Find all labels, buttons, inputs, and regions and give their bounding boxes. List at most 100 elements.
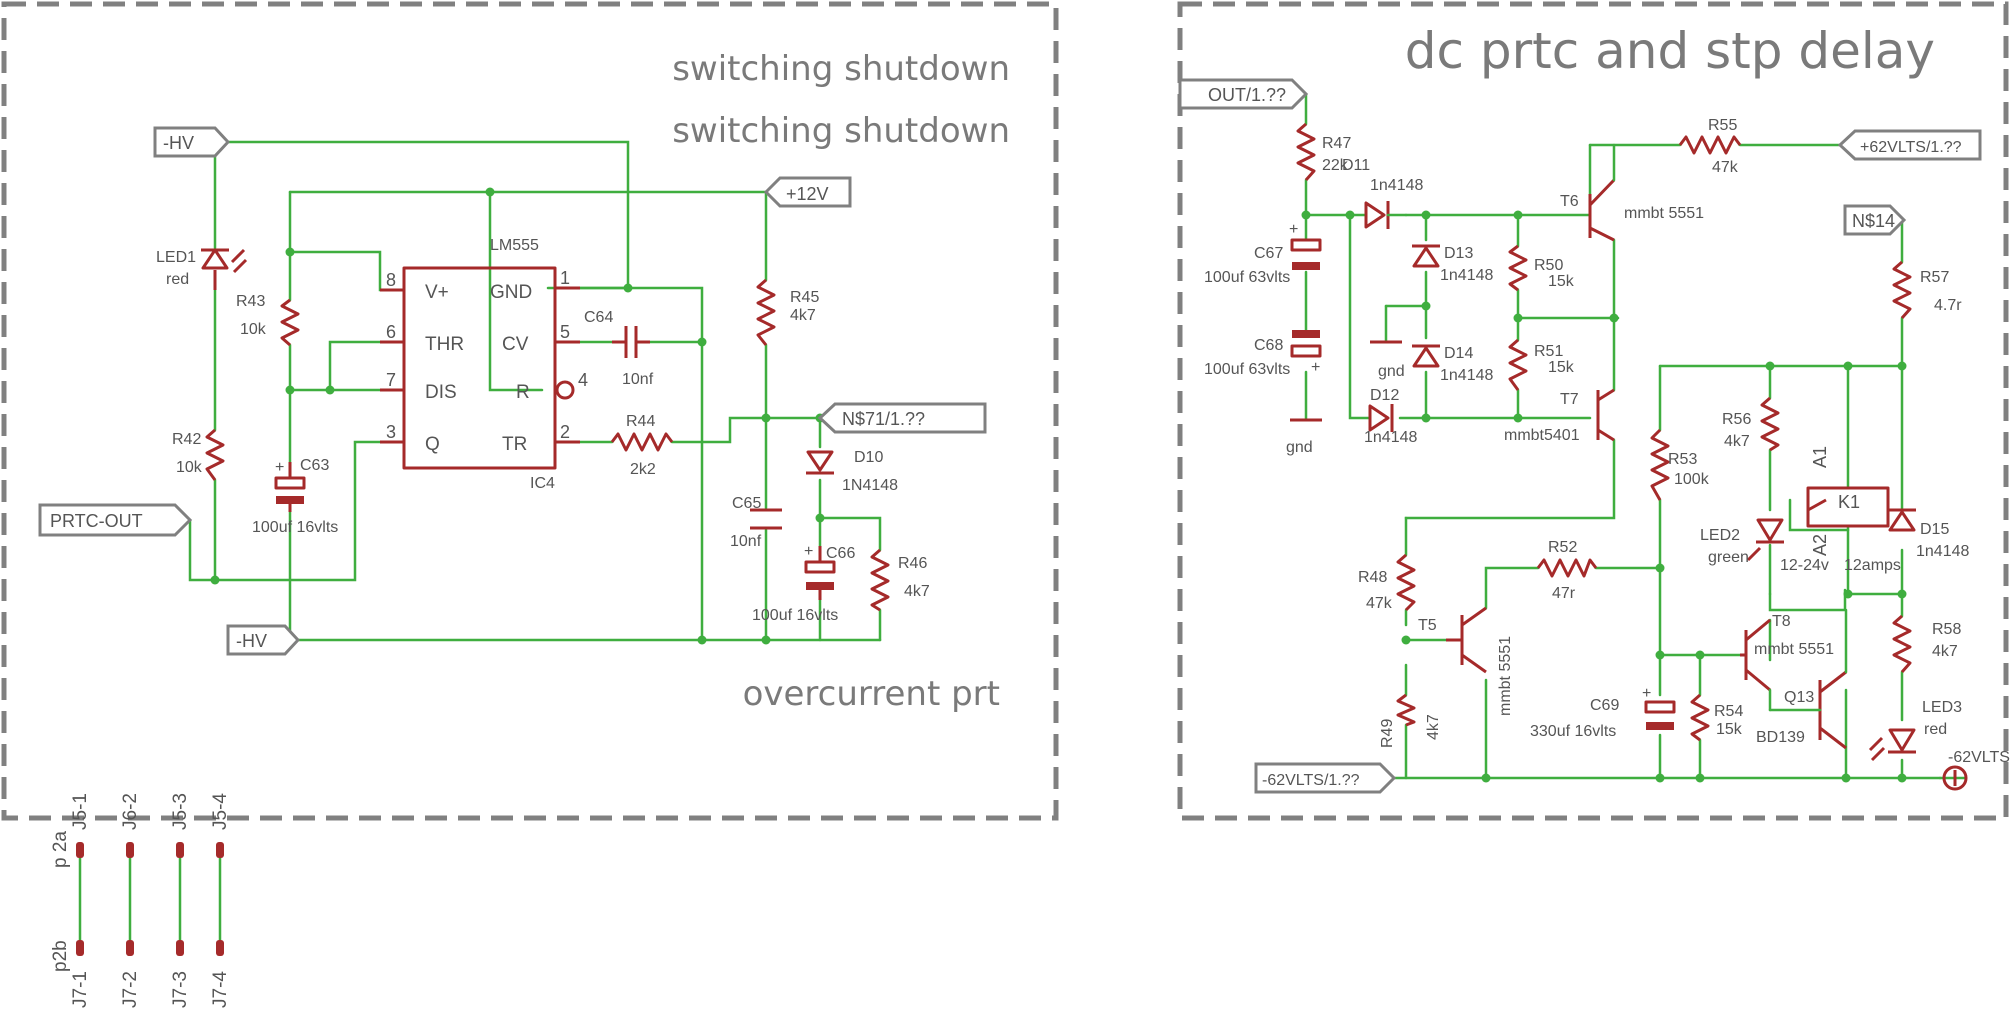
diode-d10: D10 1N4148: [806, 449, 898, 494]
svg-text:4k7: 4k7: [1932, 643, 1958, 660]
svg-text:1n4148: 1n4148: [1370, 177, 1423, 194]
resistor-r53: R53 100k: [1650, 428, 1710, 501]
svg-text:1n4148: 1n4148: [1916, 543, 1969, 560]
resistor-r51: R51 15k: [1508, 338, 1575, 391]
svg-text:J7-2: J7-2: [120, 971, 141, 1008]
svg-text:R58: R58: [1932, 621, 1961, 638]
svg-text:R54: R54: [1714, 703, 1743, 720]
svg-text:D15: D15: [1920, 521, 1949, 538]
lm555-ic: LM555 IC4 V+ THR DIS Q GND CV R TR 8 6 7…: [380, 237, 588, 492]
svg-text:red: red: [1924, 721, 1947, 738]
svg-text:8: 8: [386, 270, 396, 290]
resistor-r52: R52 47r: [1536, 539, 1598, 602]
port-n14: N$14: [1843, 204, 1907, 236]
svg-text:47k: 47k: [1366, 595, 1393, 612]
svg-text:T5: T5: [1418, 617, 1437, 634]
svg-text:R42: R42: [172, 431, 201, 448]
svg-text:mmbt 5551: mmbt 5551: [1624, 205, 1704, 222]
svg-text:4k7: 4k7: [904, 583, 930, 600]
right-frame: [1177, 1, 2009, 821]
svg-text:+: +: [1311, 359, 1320, 376]
svg-text:15k: 15k: [1716, 721, 1743, 738]
svg-text:J7-1: J7-1: [70, 971, 91, 1008]
svg-text:J5-1: J5-1: [70, 793, 91, 830]
svg-text:-HV: -HV: [163, 133, 194, 153]
svg-text:N$71/1.??: N$71/1.??: [842, 409, 925, 429]
svg-text:R46: R46: [898, 555, 927, 572]
svg-text:T6: T6: [1560, 193, 1579, 210]
svg-text:12amps: 12amps: [1844, 557, 1901, 574]
svg-text:C69: C69: [1590, 697, 1619, 714]
svg-text:R49: R49: [1379, 719, 1396, 748]
resistor-r56: R56 4k7: [1722, 396, 1780, 452]
svg-text:100uf 16vlts: 100uf 16vlts: [252, 519, 338, 536]
svg-text:LED3: LED3: [1922, 699, 1962, 716]
svg-text:10k: 10k: [176, 459, 203, 476]
resistor-r50: R50 15k: [1508, 244, 1575, 292]
svg-text:N$14: N$14: [1852, 211, 1895, 231]
right-wires: [1304, 92, 1968, 780]
port-hv-bottom: -HV: [226, 624, 301, 656]
diode-d11: D11 1n4148: [1342, 157, 1423, 229]
svg-text:+: +: [804, 543, 813, 560]
left-frame: [1, 1, 1059, 821]
svg-text:K1: K1: [1838, 492, 1860, 512]
capacitor-c69: + C69 330uf 16vlts: [1530, 685, 1676, 740]
svg-text:6: 6: [386, 322, 396, 342]
capacitor-c65: C65 10nf: [730, 495, 782, 550]
svg-text:J7-3: J7-3: [170, 971, 191, 1008]
svg-text:C68: C68: [1254, 337, 1283, 354]
svg-text:OUT/1.??: OUT/1.??: [1208, 85, 1286, 105]
port-12v: +12V: [763, 176, 852, 208]
svg-text:47k: 47k: [1712, 159, 1739, 176]
svg-text:BD139: BD139: [1756, 729, 1805, 746]
right-title: dc prtc and stp delay: [1405, 22, 1935, 80]
svg-text:2: 2: [560, 422, 570, 442]
svg-text:gnd: gnd: [1378, 363, 1405, 380]
resistor-r44: R44 2k2: [610, 413, 674, 478]
c63-plus: +: [275, 459, 284, 476]
svg-text:47r: 47r: [1552, 585, 1576, 602]
pin-q: Q: [425, 434, 440, 455]
ground-1: gnd: [1286, 418, 1322, 456]
transistor-t5: T5 mmbt 5551: [1418, 606, 1514, 716]
svg-text:+: +: [1642, 685, 1651, 702]
right-junctions: [1301, 210, 1907, 783]
transistor-t8: T8 mmbt 5551: [1740, 613, 1834, 692]
svg-text:C67: C67: [1254, 245, 1283, 262]
pin-gnd: GND: [490, 282, 532, 303]
svg-text:2k2: 2k2: [630, 461, 656, 478]
resistor-r43: R43 10k: [236, 293, 300, 347]
diode-d14: D14 1n4148: [1412, 344, 1493, 384]
diode-d13: D13 1n4148: [1412, 244, 1493, 284]
svg-text:PRTC-OUT: PRTC-OUT: [50, 511, 143, 531]
svg-text:mmbt 5551: mmbt 5551: [1497, 636, 1514, 716]
svg-text:R47: R47: [1322, 135, 1351, 152]
svg-text:D10: D10: [854, 449, 883, 466]
svg-text:+12V: +12V: [786, 184, 829, 204]
svg-text:C64: C64: [584, 309, 613, 326]
svg-text:4k7: 4k7: [790, 307, 816, 324]
left-title-1: switching shutdown: [672, 49, 1010, 89]
left-title-2: switching shutdown: [672, 111, 1010, 151]
pin-vplus: V+: [425, 282, 449, 303]
svg-text:10k: 10k: [240, 321, 267, 338]
svg-text:3: 3: [386, 422, 396, 442]
svg-text:A2: A2: [1810, 534, 1830, 556]
svg-text:100k: 100k: [1674, 471, 1710, 488]
svg-text:p2b: p2b: [50, 940, 71, 972]
relay-k1: K1 A1 A2 12-24v 12amps: [1780, 446, 1901, 574]
ic-name: LM555: [490, 237, 539, 254]
svg-text:C66: C66: [826, 545, 855, 562]
svg-text:LED2: LED2: [1700, 527, 1740, 544]
svg-text:1: 1: [560, 268, 570, 288]
svg-text:mmbt 5551: mmbt 5551: [1754, 641, 1834, 658]
svg-text:C65: C65: [732, 495, 761, 512]
svg-text:4k7: 4k7: [1425, 714, 1442, 740]
svg-text:22k: 22k: [1322, 157, 1349, 174]
svg-text:1n4148: 1n4148: [1440, 267, 1493, 284]
svg-text:R55: R55: [1708, 117, 1737, 134]
svg-text:+: +: [1289, 221, 1298, 238]
svg-text:mmbt5401: mmbt5401: [1504, 427, 1580, 444]
